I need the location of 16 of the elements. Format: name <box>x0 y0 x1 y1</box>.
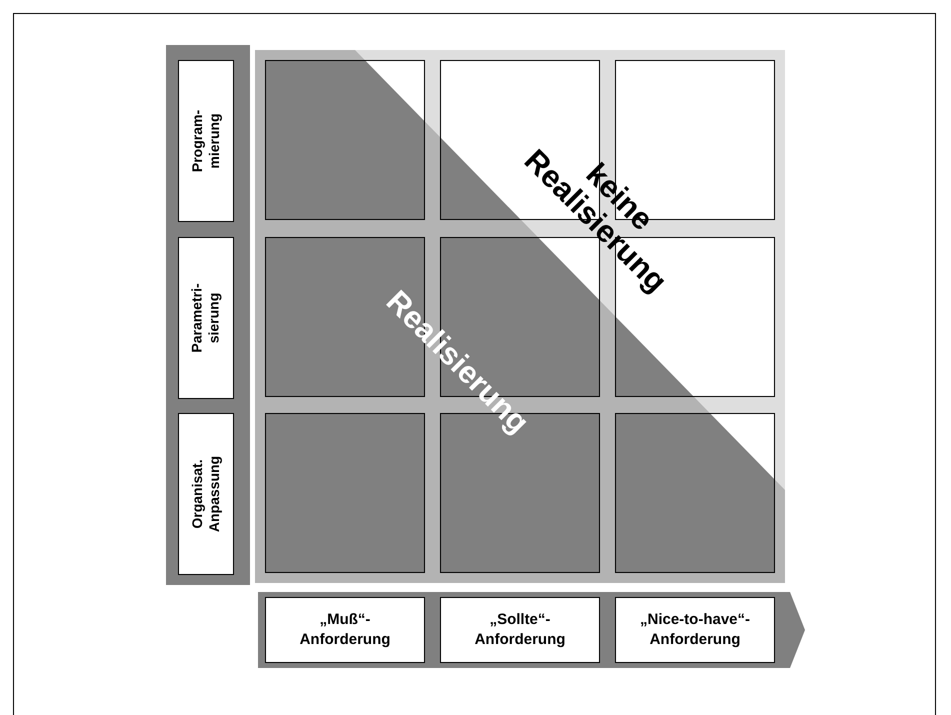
row-label: Program- mierung <box>189 110 223 172</box>
column-label: „Nice-to-have“- Anforderung <box>640 610 750 650</box>
matrix-cell <box>265 60 425 220</box>
row-label-box <box>178 236 234 398</box>
row-label: Organisat. Anpassung <box>189 456 223 532</box>
row-label: Parametri- sierung <box>189 282 223 352</box>
column-label-box <box>440 597 600 663</box>
matrix-cell <box>615 413 775 573</box>
column-label: „Muß“- Anforderung <box>300 610 390 650</box>
column-header-band <box>258 592 805 668</box>
column-label-box <box>615 597 775 663</box>
column-label: „Sollte“- Anforderung <box>474 610 566 650</box>
row-label-box <box>178 413 234 575</box>
row-label-box <box>178 60 234 222</box>
row-header-band <box>166 45 250 585</box>
column-label-box <box>265 597 425 663</box>
